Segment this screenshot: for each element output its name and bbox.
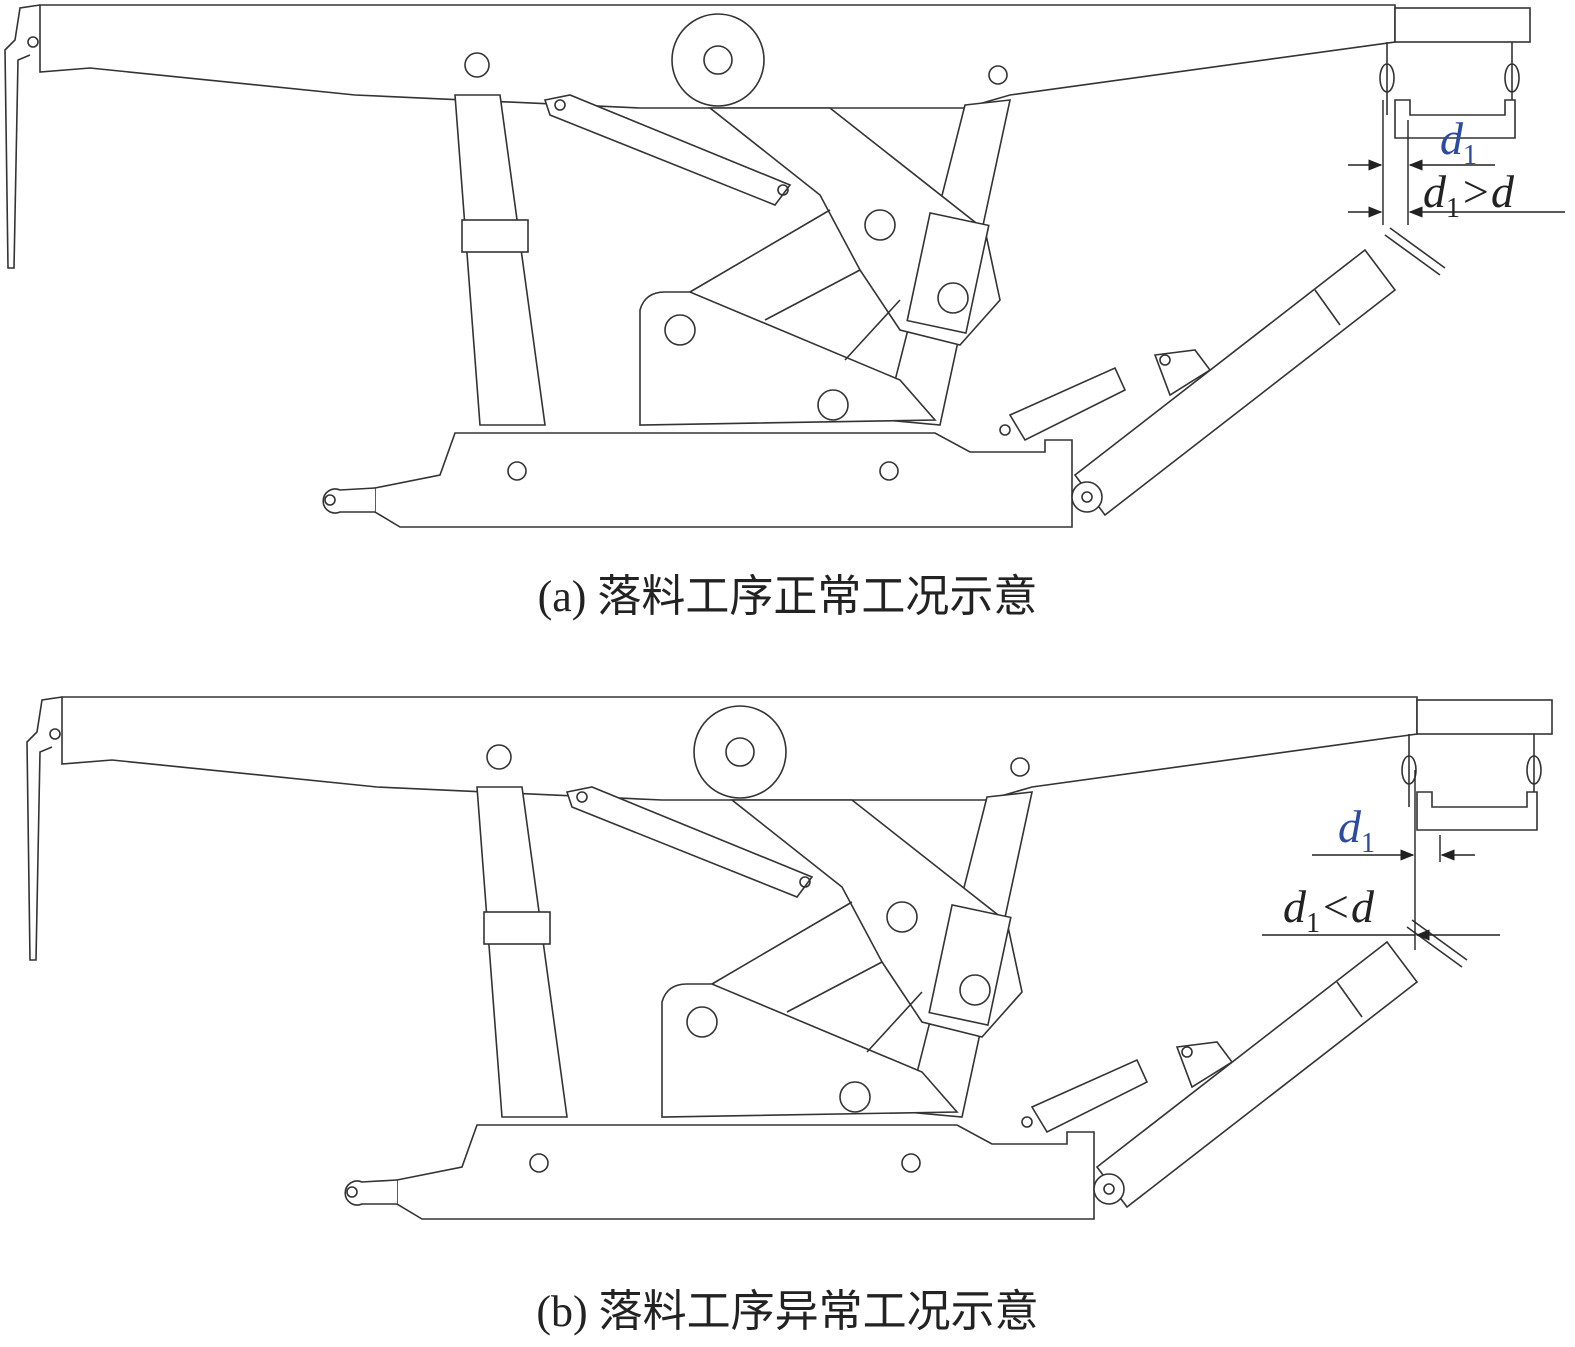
d1-label-b: d1 <box>1338 801 1375 860</box>
dimension-a <box>1348 100 1565 225</box>
relation-label-a: d1>d <box>1423 166 1515 225</box>
support-drawing-a <box>4 4 1531 528</box>
d1-label-a: d1 <box>1440 113 1477 172</box>
support-drawing-b <box>26 696 1553 1220</box>
dimension-b <box>1262 770 1500 950</box>
caption-b: (b) 落料工序异常工况示意 <box>536 1287 1039 1336</box>
caption-a: (a) 落料工序正常工况示意 <box>537 572 1038 621</box>
relation-label-b: d1<d <box>1283 881 1375 940</box>
